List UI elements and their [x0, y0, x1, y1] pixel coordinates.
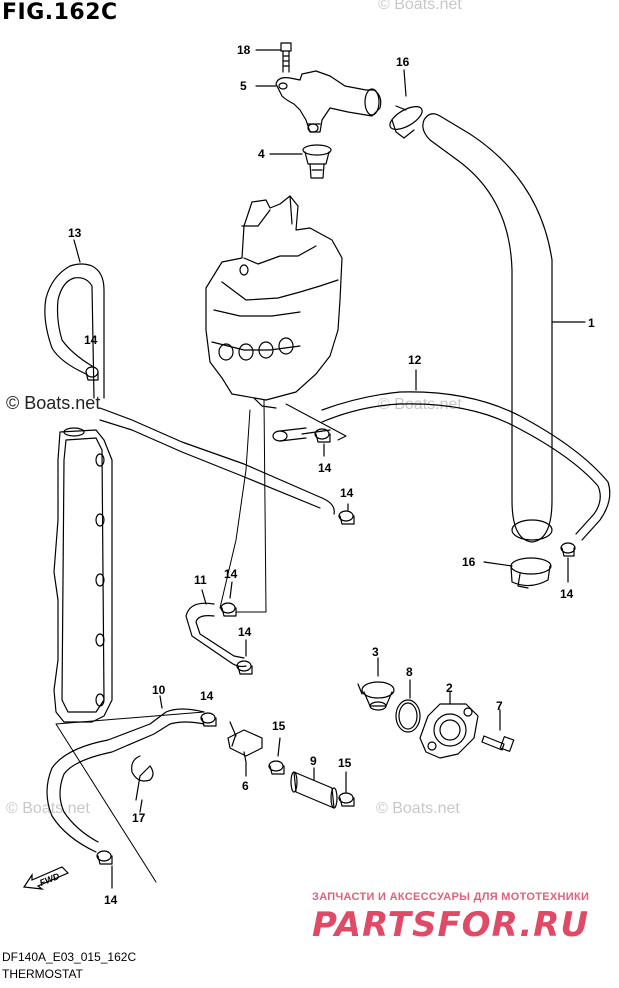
clamp-14-hose11-bottom-icon — [236, 660, 253, 675]
callout-10: 10 — [152, 683, 166, 697]
callout-15-b: 15 — [338, 756, 352, 770]
o-ring-8-icon — [395, 699, 421, 733]
bolt-7-icon — [481, 735, 515, 752]
callout-15-a: 15 — [272, 719, 286, 733]
fitting-6-icon — [227, 729, 263, 763]
callout-14-c: 14 — [340, 486, 354, 500]
clamp-14-hose12-icon — [314, 428, 331, 443]
thermostat-3-icon — [357, 681, 395, 711]
water-jacket-cover-icon — [53, 427, 113, 723]
callout-9: 9 — [310, 754, 317, 768]
water-hose-9-icon — [290, 771, 338, 809]
clamp-14-hose13-icon — [85, 366, 99, 381]
clamp-14-lower12-icon — [338, 510, 355, 525]
clamp-14-hose11-top-icon — [220, 602, 237, 617]
callout-17: 17 — [132, 811, 146, 825]
leader-16b — [483, 561, 513, 567]
fwd-arrow-icon: FWD — [22, 866, 70, 890]
hose-clamp-16-top-icon — [389, 105, 423, 139]
water-hose-11-icon — [185, 602, 247, 668]
fwd-label: FWD — [38, 871, 61, 888]
water-hose-10-icon — [46, 708, 205, 853]
callout-14-f: 14 — [238, 625, 252, 639]
clamp-14-hose10-top-icon — [200, 712, 217, 727]
clamp-15-bottom-icon — [338, 792, 355, 807]
water-hose-12-icon — [99, 391, 611, 541]
thermostat-4-icon — [302, 144, 332, 179]
callout-5: 5 — [240, 79, 247, 93]
water-hose-13-icon — [44, 263, 105, 399]
clip-17-icon — [131, 755, 154, 801]
callout-14-h: 14 — [104, 893, 118, 907]
leader-13 — [73, 239, 81, 263]
watermark-left: © Boats.net — [6, 393, 101, 413]
callout-16-top: 16 — [396, 55, 410, 69]
callout-8: 8 — [406, 665, 413, 679]
hose-clamp-16-bottom-icon — [510, 557, 552, 589]
callout-2: 2 — [446, 681, 453, 695]
callout-14-b: 14 — [318, 461, 332, 475]
callout-3: 3 — [372, 645, 379, 659]
thermostat-cover-5-icon — [275, 70, 382, 133]
callout-7: 7 — [496, 699, 503, 713]
figure-name: THERMOSTAT — [2, 967, 83, 981]
leader-16a — [403, 69, 407, 97]
callout-14-a: 14 — [84, 333, 98, 347]
callout-16-bottom: 16 — [462, 555, 476, 569]
callout-6: 6 — [242, 779, 249, 793]
callout-11: 11 — [194, 573, 207, 587]
clamp-14-hose10-bottom-icon — [96, 850, 113, 865]
watermark-bottom-left: © Boats.net — [6, 800, 90, 817]
clamp-14-right-icon — [560, 542, 576, 557]
leader-10 — [159, 695, 163, 709]
callout-14-g: 14 — [200, 689, 214, 703]
callout-1: 1 — [588, 316, 595, 330]
figure-title: FIG.162C — [2, 0, 118, 25]
callout-14-d: 14 — [560, 587, 574, 601]
callout-12: 12 — [408, 353, 422, 367]
callout-4: 4 — [258, 147, 265, 161]
figure-code: DF140A_E03_015_162C — [2, 950, 137, 964]
clamp-15-top-icon — [268, 760, 285, 775]
thermostat-housing-2-icon — [419, 703, 479, 759]
engine-block-icon — [205, 195, 343, 409]
callout-18: 18 — [237, 43, 251, 57]
watermark-top: © Boats.net — [378, 0, 462, 13]
bolt-18-icon — [280, 42, 292, 73]
shop-logo: PARTSFOR.RU — [312, 905, 590, 945]
callout-13: 13 — [68, 226, 82, 240]
callout-14-e: 14 — [224, 567, 238, 581]
watermark-bottom-right: © Boats.net — [376, 800, 460, 817]
shop-tagline: ЗАПЧАСТИ И АКСЕССУАРЫ ДЛЯ МОТОТЕХНИКИ — [312, 891, 590, 903]
water-hose-1-icon — [422, 113, 553, 543]
